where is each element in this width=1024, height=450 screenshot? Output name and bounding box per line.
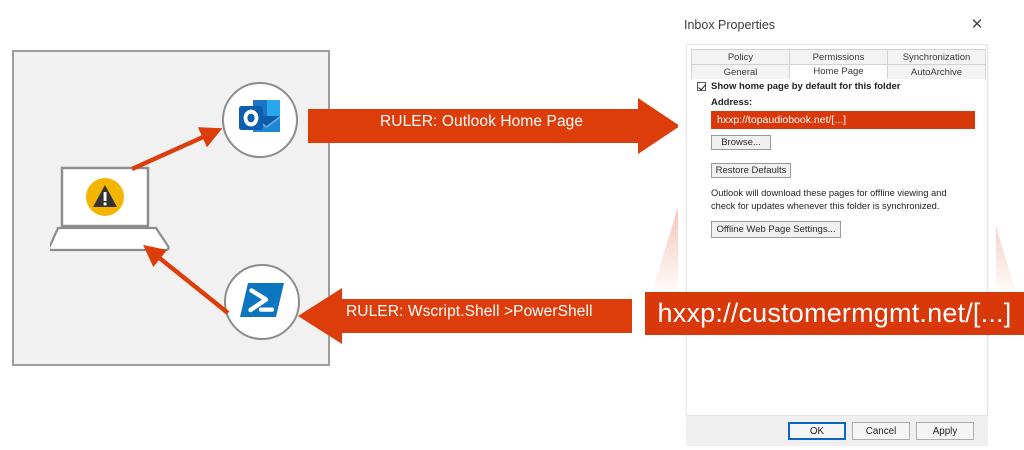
tab-permissions[interactable]: Permissions — [789, 49, 888, 64]
dialog-titlebar: Inbox Properties ✕ — [678, 8, 996, 44]
apply-button[interactable]: Apply — [916, 422, 974, 440]
tab-row-1: Policy Permissions Synchronization — [691, 49, 986, 64]
tab-home-page[interactable]: Home Page — [789, 64, 888, 79]
tab-row-2: General Home Page AutoArchive — [691, 64, 986, 79]
ok-button[interactable]: OK — [788, 422, 846, 440]
dialog-tabs: Policy Permissions Synchronization Gener… — [691, 49, 986, 79]
laptop-warning-icon — [50, 166, 170, 252]
close-icon[interactable]: ✕ — [970, 16, 984, 33]
dialog-body: Policy Permissions Synchronization Gener… — [686, 44, 988, 416]
node-powershell — [224, 264, 300, 340]
home-page-panel: Show home page by default for this folde… — [687, 79, 987, 415]
show-home-page-label: Show home page by default for this folde… — [711, 81, 901, 92]
tab-autoarchive[interactable]: AutoArchive — [887, 64, 986, 79]
address-label: Address: — [711, 97, 753, 108]
callout-wscript-powershell: RULER: Wscript.Shell >PowerShell — [298, 288, 632, 344]
outlook-icon — [237, 97, 283, 144]
offline-description: Outlook will download these pages for of… — [711, 188, 947, 211]
show-home-page-checkbox[interactable] — [697, 82, 706, 91]
callout-top-label: RULER: Outlook Home Page — [380, 113, 584, 130]
browse-button[interactable]: Browse... — [711, 135, 771, 150]
dialog-title: Inbox Properties — [684, 18, 776, 32]
restore-defaults-button[interactable]: Restore Defaults — [711, 163, 791, 178]
address-input[interactable]: hxxp://topaudiobook.net/[...] — [711, 111, 975, 129]
tab-policy[interactable]: Policy — [691, 49, 790, 64]
inbox-properties-dialog: Inbox Properties ✕ Policy Permissions Sy… — [678, 8, 996, 446]
show-home-page-checkbox-row[interactable]: Show home page by default for this folde… — [697, 81, 901, 92]
callout-bottom-label: RULER: Wscript.Shell >PowerShell — [346, 303, 593, 320]
node-outlook — [222, 82, 298, 158]
callout-outlook-home-page: RULER: Outlook Home Page — [308, 98, 680, 154]
tab-synchronization[interactable]: Synchronization — [887, 49, 986, 64]
dialog-footer: OK Cancel Apply — [686, 416, 988, 446]
powershell-icon — [238, 279, 286, 326]
tab-general[interactable]: General — [691, 64, 790, 79]
malicious-url-banner: hxxp://customermgmt.net/[...] — [645, 292, 1024, 335]
cancel-button[interactable]: Cancel — [852, 422, 910, 440]
offline-web-page-settings-button[interactable]: Offline Web Page Settings... — [711, 221, 841, 238]
